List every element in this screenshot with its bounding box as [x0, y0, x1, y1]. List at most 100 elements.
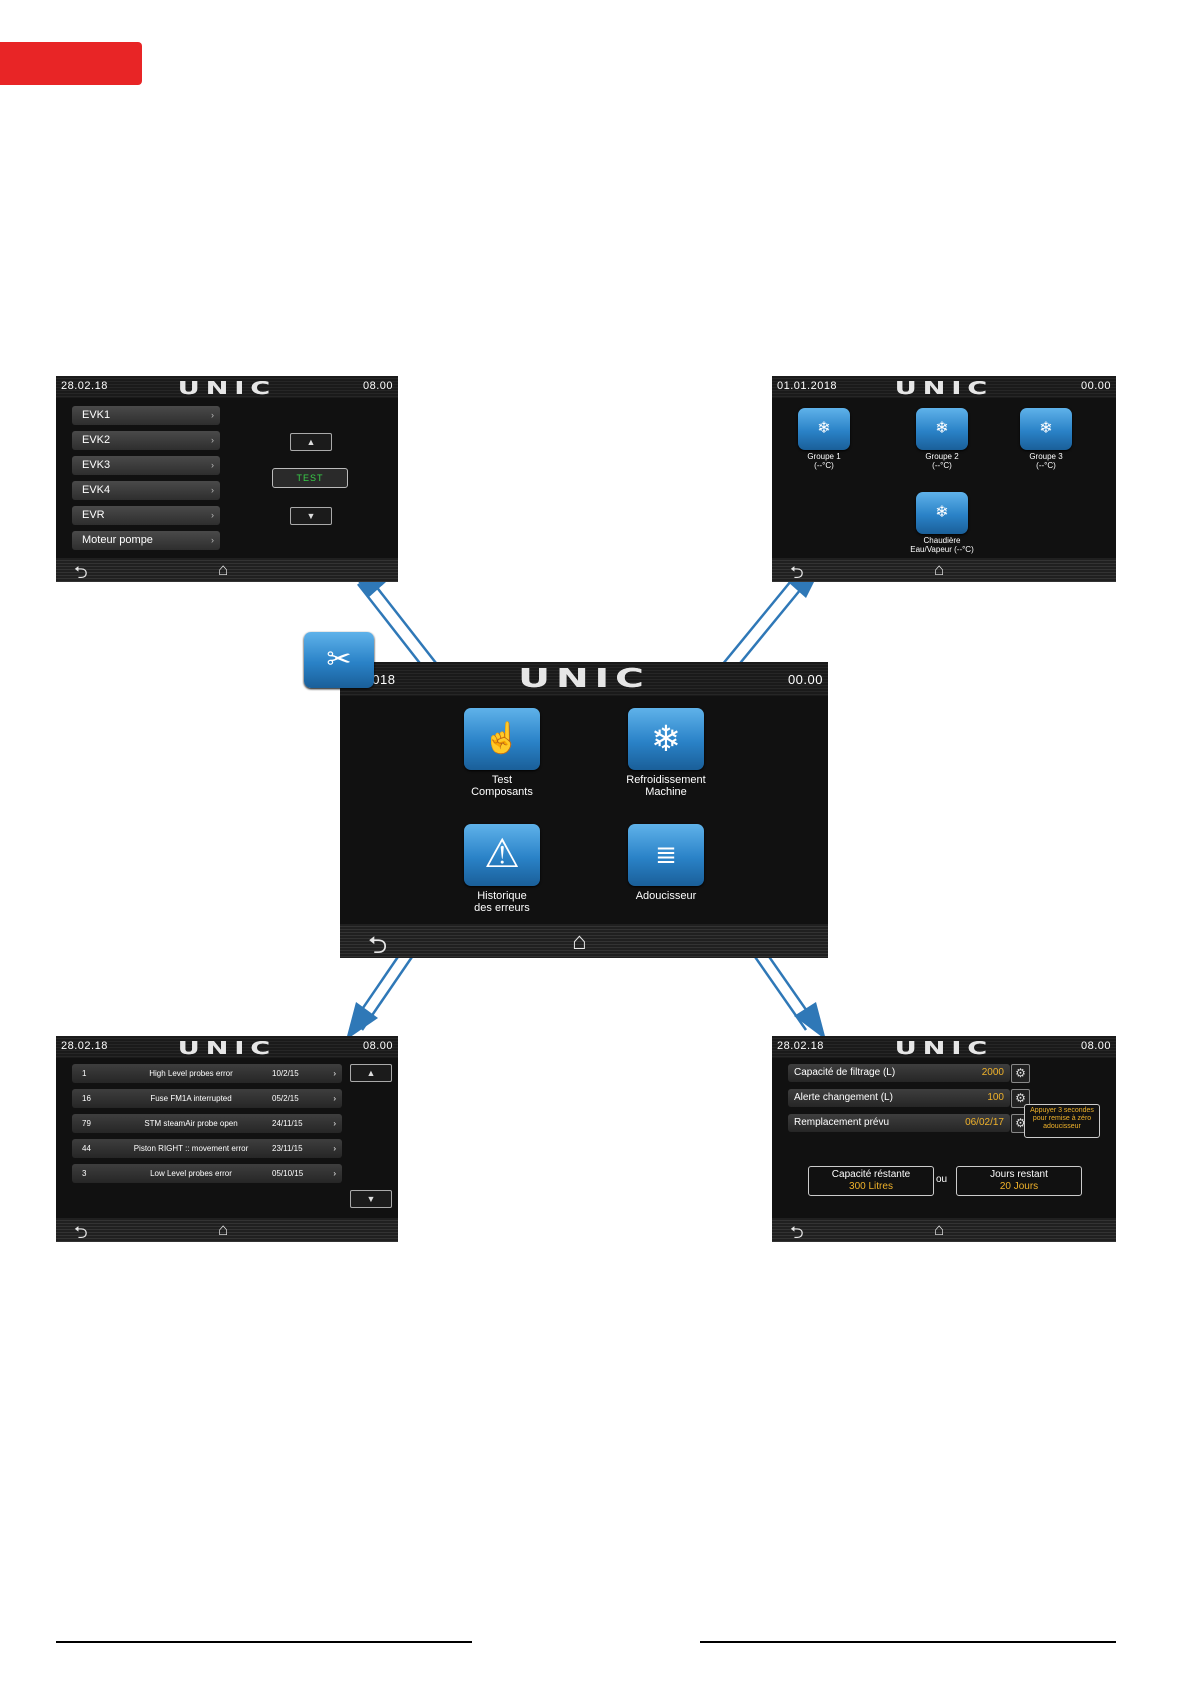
error-date: 05/10/15: [272, 1169, 304, 1178]
scroll-up-button[interactable]: ▲: [350, 1064, 392, 1082]
error-date: 23/11/15: [272, 1144, 303, 1153]
home-icon[interactable]: ⌂: [572, 928, 587, 955]
tile-label: Historique: [477, 890, 527, 902]
item-label: EVK1: [82, 409, 111, 421]
error-code: 16: [82, 1094, 91, 1103]
back-icon[interactable]: ⮌: [368, 932, 388, 958]
time-display: 00.00: [787, 672, 823, 687]
tile-refroidissement[interactable]: ❄: [628, 708, 704, 770]
chevron-right-icon: ›: [211, 460, 214, 470]
remaining-capacity-label: Capacité réstante: [831, 1169, 911, 1180]
tile-test-composants[interactable]: ☝: [464, 708, 540, 770]
scroll-up-button[interactable]: ▲: [290, 433, 332, 451]
component-item[interactable]: Moteur pompe ›: [72, 531, 220, 550]
gear-icon[interactable]: ⚙: [1011, 1064, 1030, 1083]
chevron-right-icon: ›: [211, 435, 214, 445]
time-display: 08.00: [1080, 1040, 1111, 1052]
item-label: EVR: [82, 509, 105, 521]
setting-label: Alerte changement (L): [794, 1092, 893, 1103]
error-text: Low Level probes error: [150, 1169, 232, 1178]
tile-label: Adoucisseur: [635, 890, 697, 902]
setting-label: Remplacement prévu: [794, 1117, 890, 1128]
error-code: 79: [82, 1119, 91, 1128]
chevron-right-icon: ›: [333, 1169, 336, 1178]
chevron-right-icon: ›: [333, 1119, 336, 1128]
footer-rule-left: [56, 1641, 472, 1643]
cooling-screen: 01.01.2018 UNIC 00.00 ❄ Groupe 1(--°C) ❄…: [772, 376, 1116, 582]
unic-logo: UNIC: [894, 1038, 994, 1059]
boiler-temp: Eau/Vapeur (--°C): [910, 545, 974, 554]
home-icon[interactable]: ⌂: [218, 560, 229, 579]
unic-logo: UNIC: [894, 378, 994, 399]
setting-value: 100: [987, 1092, 1004, 1103]
home-icon[interactable]: ⌂: [218, 1220, 229, 1239]
or-label: ou: [936, 1174, 948, 1185]
tile-label: Test: [491, 774, 513, 786]
tile-adoucisseur[interactable]: ≣: [628, 824, 704, 886]
setting-row[interactable]: Remplacement prévu 06/02/17 ⚙: [788, 1114, 1030, 1133]
reset-softener-button[interactable]: Appuyer 3 secondes pour remise à zéro ad…: [1024, 1104, 1100, 1138]
back-icon[interactable]: ⮌: [790, 1223, 804, 1242]
tile-label: des erreurs: [474, 902, 530, 914]
chevron-right-icon: ›: [211, 535, 214, 545]
setting-value: 2000: [981, 1067, 1004, 1078]
time-display: 08.00: [362, 380, 393, 392]
error-code: 44: [82, 1144, 91, 1153]
setting-row[interactable]: Alerte changement (L) 100 ⚙: [788, 1089, 1030, 1108]
scroll-down-button[interactable]: ▼: [290, 507, 332, 525]
tile-label: Composants: [471, 786, 533, 798]
group-label: Groupe 2: [925, 452, 959, 461]
date-display: 28.02.18: [61, 1040, 108, 1052]
main-screen: 01.2018 UNIC 00.00 ☝ Test Composants ❄ R…: [340, 662, 828, 958]
group-3-button[interactable]: ❄: [1020, 408, 1072, 450]
chevron-right-icon: ›: [211, 485, 214, 495]
item-label: Moteur pompe: [82, 534, 153, 546]
test-button[interactable]: TEST: [272, 468, 348, 488]
time-display: 08.00: [362, 1040, 393, 1052]
error-text: Fuse FM1A interrupted: [150, 1094, 232, 1103]
back-icon[interactable]: ⮌: [790, 563, 804, 582]
group-temp: (--°C): [1036, 461, 1056, 470]
gear-icon[interactable]: ⚙: [1011, 1089, 1030, 1108]
remaining-capacity-value: 300 Litres: [849, 1181, 893, 1192]
setting-row[interactable]: Capacité de filtrage (L) 2000 ⚙: [788, 1064, 1030, 1083]
boiler-button[interactable]: ❄: [916, 492, 968, 534]
chevron-right-icon: ›: [333, 1144, 336, 1153]
chevron-right-icon: ›: [333, 1094, 336, 1103]
tile-label: Machine: [645, 786, 687, 798]
error-code: 1: [82, 1069, 87, 1078]
component-item[interactable]: EVK3›: [72, 456, 220, 475]
group-2-button[interactable]: ❄: [916, 408, 968, 450]
group-1-button[interactable]: ❄: [798, 408, 850, 450]
group-temp: (--°C): [932, 461, 952, 470]
error-text: Piston RIGHT :: movement error: [133, 1144, 249, 1153]
component-item[interactable]: EVK2 ›: [72, 431, 220, 450]
error-date: 24/11/15: [272, 1119, 303, 1128]
setting-value: 06/02/17: [965, 1117, 1004, 1128]
component-item[interactable]: EVK1›: [72, 406, 220, 425]
back-icon[interactable]: ⮌: [74, 1223, 88, 1242]
remaining-days-box[interactable]: Jours restant 20 Jours: [956, 1166, 1082, 1196]
date-display: 28.02.18: [61, 380, 108, 392]
component-item[interactable]: EVK4›: [72, 481, 220, 500]
date-display: 01.01.2018: [777, 380, 838, 392]
tile-historique-erreurs[interactable]: ⚠: [464, 824, 540, 886]
home-icon[interactable]: ⌂: [934, 1220, 945, 1239]
error-row[interactable]: 44 Piston RIGHT :: movement error 23/11/15…: [72, 1139, 342, 1158]
scroll-down-button[interactable]: ▼: [350, 1190, 392, 1208]
back-icon[interactable]: ⮌: [74, 563, 88, 582]
home-icon[interactable]: ⌂: [934, 560, 945, 579]
boiler-label: Chaudière: [923, 536, 961, 545]
component-item[interactable]: EVR›: [72, 506, 220, 525]
error-text: High Level probes error: [149, 1069, 233, 1078]
group-label: Groupe 1: [807, 452, 841, 461]
remaining-capacity-box[interactable]: Capacité réstante 300 Litres: [808, 1166, 934, 1196]
remaining-days-value: 20 Jours: [999, 1181, 1039, 1192]
error-date: 10/2/15: [272, 1069, 299, 1078]
item-label: EVK2: [82, 434, 111, 446]
